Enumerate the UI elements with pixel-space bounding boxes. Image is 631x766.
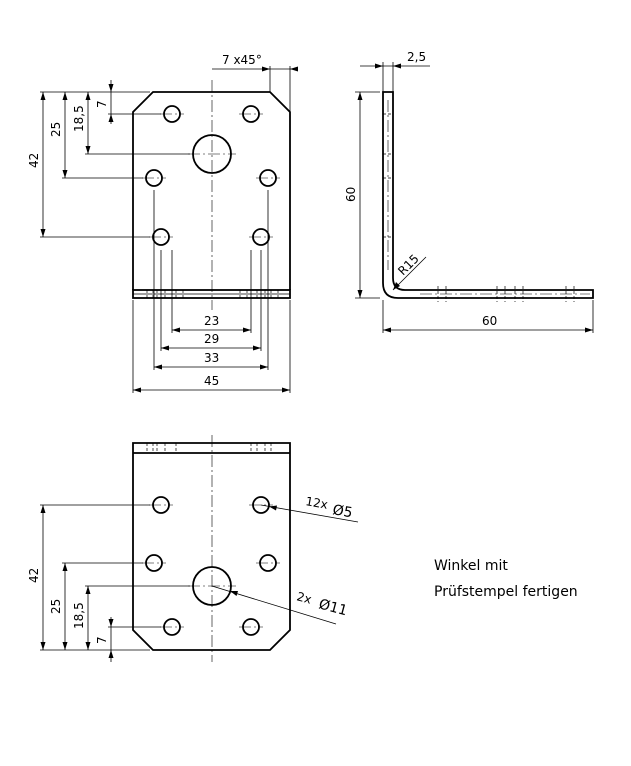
- callout-small-dia: Ø5: [331, 502, 353, 521]
- dim-18-5: 18,5: [72, 602, 86, 629]
- dim-42: 42: [27, 153, 41, 168]
- dim-42: 42: [27, 568, 41, 583]
- callout-large-dia: Ø11: [317, 596, 349, 619]
- callout-large-count: 2x: [295, 589, 313, 606]
- dim-length: 60: [482, 314, 497, 328]
- dim-25: 25: [49, 122, 63, 137]
- dim-height: 60: [344, 187, 358, 202]
- note-line-2: Prüfstempel fertigen: [434, 584, 578, 600]
- dim-23: 23: [204, 314, 219, 328]
- dim-7: 7: [95, 100, 109, 108]
- dim-thickness: 2,5: [407, 50, 426, 64]
- dim-radius: R15: [395, 252, 422, 279]
- dim-45: 45: [204, 374, 219, 388]
- dim-chamfer: 7 x45°: [222, 53, 262, 67]
- dim-7: 7: [95, 636, 109, 644]
- note-line-1: Winkel mit: [434, 558, 508, 574]
- dim-25: 25: [49, 599, 63, 614]
- side-profile-outline: [382, 91, 594, 299]
- bottom-plate-outline: [132, 442, 291, 651]
- bottom-view: 42 25 18,5 7 12x Ø5 2x Ø11: [27, 435, 359, 662]
- dim-18-5: 18,5: [72, 105, 86, 132]
- callout-small-count: 12x: [304, 494, 328, 512]
- side-view: 2,5 60 60 R15: [344, 50, 594, 333]
- dim-33: 33: [204, 351, 219, 365]
- top-plate-outline: [132, 91, 291, 290]
- dim-29: 29: [204, 332, 219, 346]
- top-view: 23 29 33 45 42 25 18,5 7: [27, 53, 298, 393]
